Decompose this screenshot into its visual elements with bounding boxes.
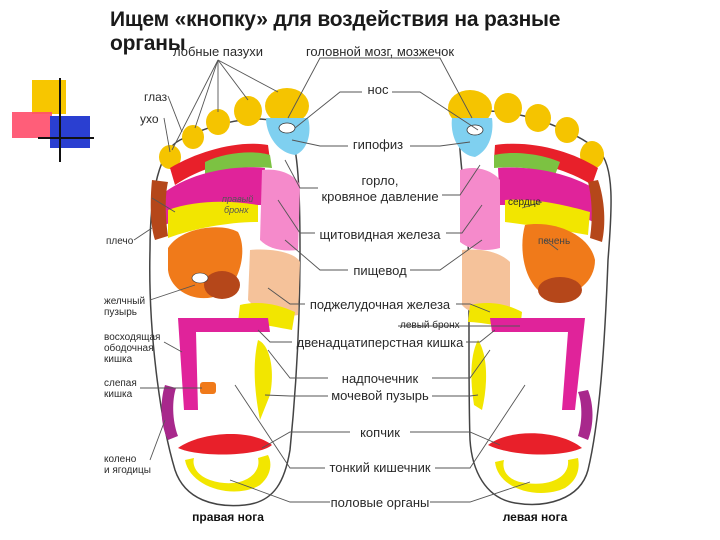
right-gall-white bbox=[191, 272, 209, 284]
left-shoulder-zone bbox=[588, 180, 605, 242]
left-toe-2 bbox=[494, 93, 522, 123]
right-gallbladder-zone bbox=[204, 271, 240, 299]
label-left-foot: левая нога bbox=[502, 510, 568, 524]
label-right-bronchus-1: правый bbox=[222, 194, 254, 204]
right-pancreas-zone bbox=[238, 302, 295, 330]
label-knee-2: и ягодицы bbox=[104, 465, 151, 476]
left-colon-zone bbox=[490, 318, 585, 410]
label-right-bronchus-2: бронх bbox=[224, 205, 249, 215]
right-thyroid-zone bbox=[260, 169, 300, 251]
left-knee-zone bbox=[578, 390, 593, 440]
label-right-foot: правая нога bbox=[192, 510, 264, 524]
label-eye: глаз bbox=[144, 90, 168, 104]
left-liver-zone bbox=[522, 224, 595, 296]
label-small-intestine: тонкий кишечник bbox=[329, 460, 431, 475]
label-brain: головной мозг, мозжечок bbox=[305, 44, 455, 59]
label-blind-gut-1: слепая bbox=[104, 378, 137, 389]
label-genitals: половые органы bbox=[330, 495, 430, 510]
label-gallbladder-2: пузырь bbox=[104, 307, 137, 318]
left-heart-zone bbox=[505, 199, 590, 235]
label-gallbladder-1: желчный bbox=[104, 296, 146, 307]
right-bronchus-zone bbox=[168, 201, 258, 238]
left-toe-big bbox=[448, 90, 492, 126]
label-pituitary: гипофиз bbox=[352, 137, 404, 152]
right-knee-zone bbox=[161, 385, 178, 440]
right-bladder-zone bbox=[254, 340, 272, 420]
label-ascending-colon-1: восходящая bbox=[104, 332, 161, 343]
left-toe-4 bbox=[555, 117, 579, 143]
right-colon-zone bbox=[178, 318, 270, 410]
label-blind-gut-2: кишка bbox=[104, 389, 133, 400]
left-bladder-zone bbox=[471, 340, 487, 410]
left-nose-dot bbox=[466, 124, 484, 136]
label-frontal-sinuses: лобные пазухи bbox=[173, 44, 263, 59]
right-foot bbox=[149, 88, 310, 507]
right-toe-big bbox=[265, 88, 309, 124]
right-coccyx-zone bbox=[178, 433, 272, 455]
right-blind-gut-zone bbox=[200, 382, 216, 394]
right-esophagus-zone bbox=[248, 249, 300, 316]
label-shoulder: плечо bbox=[106, 236, 134, 247]
label-liver: печень bbox=[538, 236, 571, 247]
label-pancreas: поджелудочная железа bbox=[309, 297, 451, 312]
label-ascending-colon-2: ободочная bbox=[104, 343, 154, 354]
label-heart: сердце bbox=[508, 197, 541, 208]
left-toe-3 bbox=[525, 104, 551, 132]
right-genital-zone bbox=[185, 455, 271, 492]
right-toe-3 bbox=[206, 109, 230, 135]
label-left-bronchus: левый бронх bbox=[400, 320, 460, 331]
label-adrenal: надпочечник bbox=[341, 371, 419, 386]
label-nose: нос bbox=[367, 82, 389, 97]
left-thyroid-zone bbox=[460, 168, 500, 250]
leader-lines bbox=[133, 57, 559, 503]
label-ear: ухо bbox=[140, 112, 159, 126]
right-nose-dot bbox=[278, 122, 296, 134]
left-foot bbox=[448, 90, 612, 506]
decorative-squares-icon bbox=[12, 78, 94, 162]
right-shoulder-zone bbox=[150, 180, 168, 240]
label-ascending-colon-3: кишка bbox=[104, 354, 133, 365]
label-duodenum: двенадцатиперстная кишка bbox=[296, 335, 464, 350]
left-genital-zone bbox=[495, 458, 579, 493]
left-coccyx-zone bbox=[488, 433, 582, 455]
label-coccyx: копчик bbox=[360, 425, 400, 440]
label-thyroid: щитовидная железа bbox=[319, 227, 441, 242]
left-gallbladder-zone bbox=[538, 277, 582, 303]
page-title: Ищем «кнопку» для воздействия на разные … bbox=[110, 8, 561, 55]
right-toe-5 bbox=[159, 145, 181, 169]
label-throat-1: горло, bbox=[361, 173, 399, 188]
label-esophagus: пищевод bbox=[353, 263, 407, 278]
label-throat-2: кровяное давление bbox=[321, 189, 439, 204]
right-green-zone bbox=[205, 152, 272, 175]
right-brain-zone bbox=[266, 118, 310, 155]
label-knee-1: колено bbox=[104, 454, 137, 465]
left-green-zone bbox=[494, 152, 560, 175]
right-toe-2 bbox=[234, 96, 262, 126]
label-bladder: мочевой пузырь bbox=[331, 388, 429, 403]
left-esophagus-zone bbox=[462, 249, 510, 317]
right-toe-4 bbox=[182, 125, 204, 149]
